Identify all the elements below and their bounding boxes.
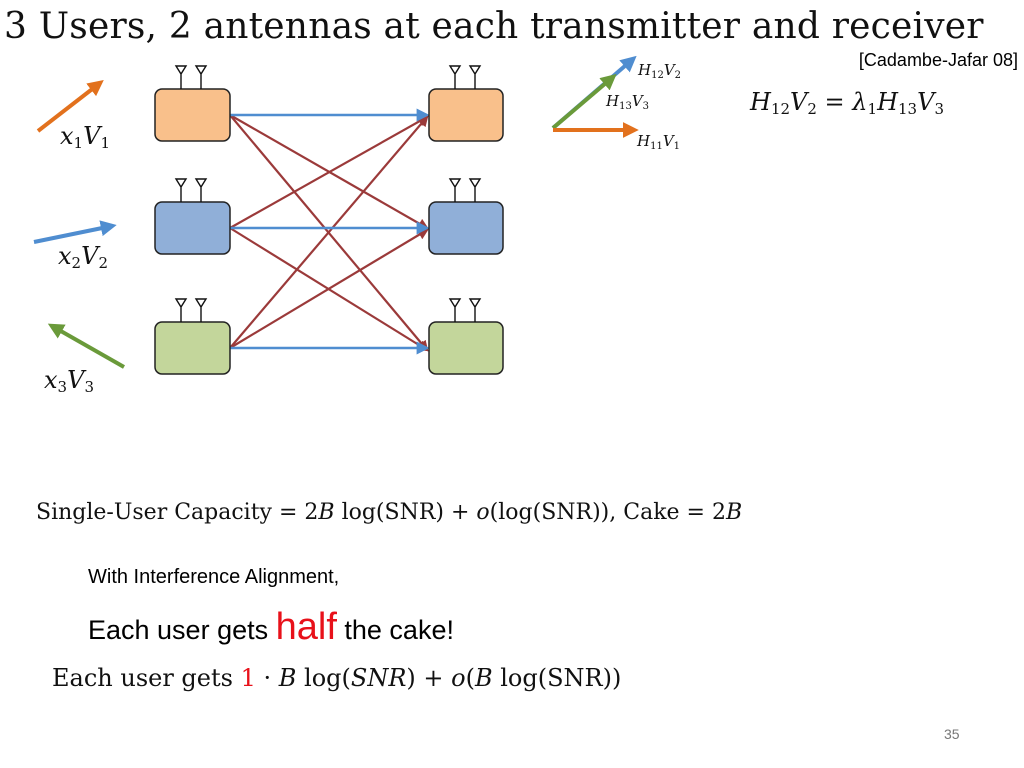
antenna-icon-rx1 (448, 65, 482, 89)
transmitter-2 (154, 201, 231, 255)
input-vector-2-arrow (33, 220, 117, 244)
antenna-icons (174, 65, 482, 322)
align-vector-h11v1-label: H11V1 (637, 132, 681, 152)
input-vector-1-arrow (36, 80, 104, 133)
direct-links (230, 108, 430, 355)
antenna-icon-tx2 (174, 178, 208, 202)
input-vector-2-label: x2V2 (58, 242, 108, 272)
input-vector-3-label: x3V3 (44, 366, 94, 396)
antenna-icon-tx3 (174, 298, 208, 322)
interference-alignment-caption: With Interference Alignment, (88, 566, 340, 588)
receiver-2 (428, 201, 504, 255)
align-vector-h12v2-label: H12V2 (638, 61, 682, 81)
half-highlight: half (275, 606, 337, 648)
antenna-icon-rx3 (448, 298, 482, 322)
antenna-icon-tx1 (174, 65, 208, 89)
page-number: 35 (944, 726, 960, 742)
align-vector-h13v3-label: H13V3 (606, 92, 650, 112)
receiver-1 (428, 88, 504, 142)
transmitter-1 (154, 88, 231, 142)
citation: [Cadambe-Jafar 08] (858, 50, 1018, 70)
per-user-rate-formula: Each user gets 1 · B log(SNR) + o(B log(… (52, 664, 622, 692)
alignment-equation: H12V2 = λ1H13V3 (750, 88, 944, 118)
antenna-icon-rx2 (448, 178, 482, 202)
half-the-cake-statement: Each user gets half the cake! (88, 606, 454, 648)
transmitter-3 (154, 321, 231, 375)
cross-link-3-2 (229, 228, 429, 349)
input-vector-1-label: x1V1 (60, 122, 110, 152)
receiver-3 (428, 321, 504, 375)
dof-one-highlight: 1 (240, 664, 256, 692)
cross-link-2-1 (229, 115, 429, 229)
cross-link-3-1 (229, 115, 429, 349)
align-vector-h13v3-arrow (551, 73, 617, 130)
input-vector-3-arrow (47, 323, 125, 369)
single-user-capacity-formula: Single-User Capacity = 2B log(SNR) + o(l… (36, 500, 743, 525)
cross-links (229, 114, 429, 352)
slide-title: 3 Users, 2 antennas at each transmitter … (4, 6, 984, 47)
